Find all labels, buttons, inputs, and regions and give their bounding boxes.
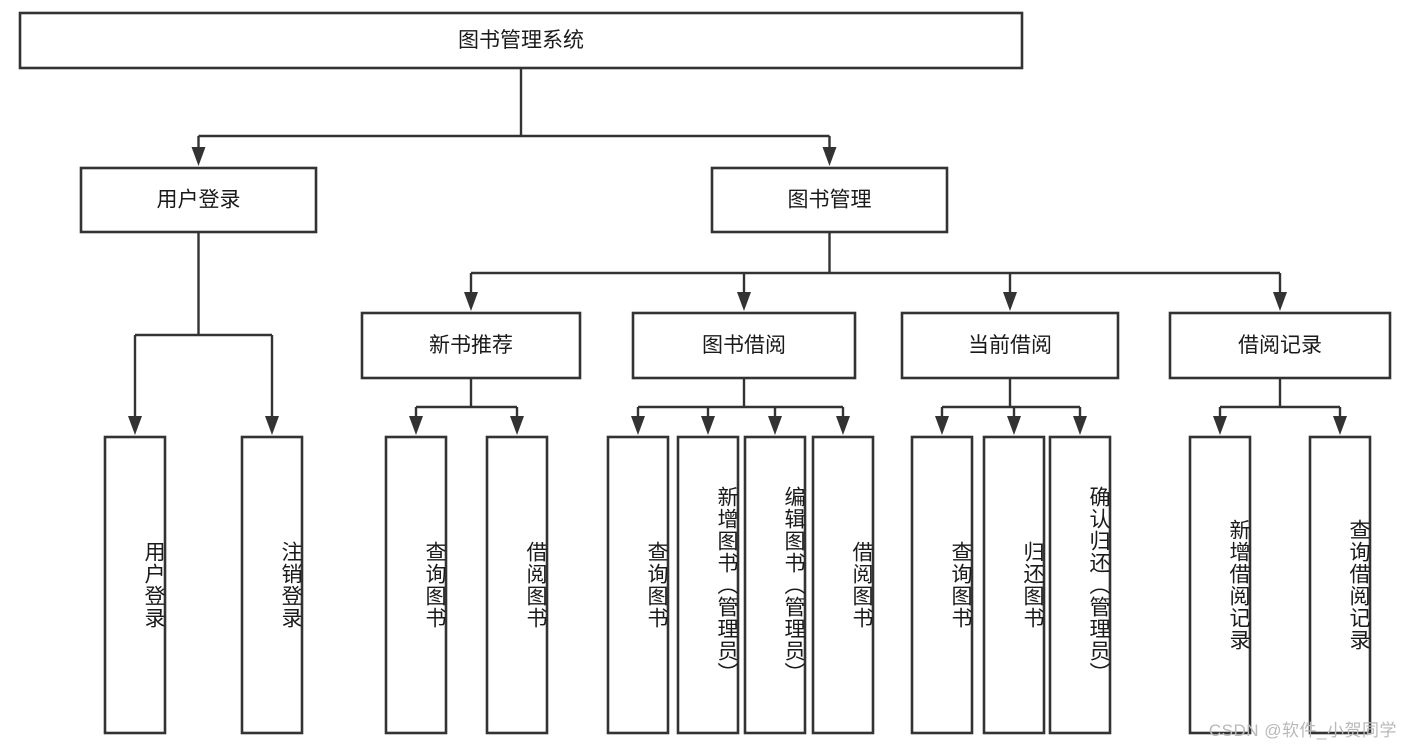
node-box	[1308, 435, 1372, 735]
arrowhead-icon	[1073, 416, 1087, 435]
node-box	[79, 166, 318, 234]
node-level2[interactable]: 图书管理	[710, 166, 949, 234]
node-box	[1188, 435, 1252, 735]
node-box	[631, 311, 857, 380]
node-box	[982, 435, 1046, 735]
node-leaf[interactable]	[982, 435, 1046, 735]
arrowhead-icon	[1007, 416, 1021, 435]
node-label: 新书推荐	[429, 334, 513, 357]
node-box	[18, 11, 1024, 70]
node-leaf[interactable]	[811, 435, 875, 735]
arrowhead-icon	[510, 416, 524, 435]
node-box	[900, 311, 1120, 380]
node-box	[910, 435, 974, 735]
node-leaf[interactable]	[910, 435, 974, 735]
arrowhead-icon	[1273, 292, 1287, 311]
arrowhead-icon	[128, 416, 142, 435]
node-box	[360, 311, 582, 380]
node-box	[103, 435, 167, 735]
node-leaf[interactable]	[103, 435, 167, 735]
node-label: 用户登录	[157, 189, 241, 212]
node-label: 图书管理	[788, 189, 872, 212]
node-leaf[interactable]	[485, 435, 549, 735]
arrowhead-icon	[935, 416, 949, 435]
node-level2[interactable]: 用户登录	[79, 166, 318, 234]
node-box	[384, 435, 448, 735]
node-level3[interactable]: 借阅记录	[1168, 311, 1392, 380]
node-leaf[interactable]	[606, 435, 670, 735]
arrowhead-icon	[701, 416, 715, 435]
node-level3[interactable]: 新书推荐	[360, 311, 582, 380]
arrowhead-icon	[191, 147, 206, 166]
arrowhead-icon	[836, 416, 850, 435]
node-leaf[interactable]	[1308, 435, 1372, 735]
node-level3[interactable]: 图书借阅	[631, 311, 857, 380]
node-box	[606, 435, 670, 735]
node-leaf[interactable]	[240, 435, 304, 735]
node-box	[1168, 311, 1392, 380]
arrowhead-icon	[265, 416, 279, 435]
node-box	[743, 435, 807, 735]
node-leaf[interactable]	[743, 435, 807, 735]
node-leaf[interactable]	[1188, 435, 1252, 735]
node-label: 借阅记录	[1238, 334, 1322, 357]
node-box	[811, 435, 875, 735]
node-leaf[interactable]	[1048, 435, 1112, 735]
arrowhead-icon	[768, 416, 782, 435]
arrowhead-icon	[822, 147, 837, 166]
node-box	[710, 166, 949, 234]
arrowhead-icon	[1003, 292, 1017, 311]
arrowhead-icon	[464, 292, 478, 311]
arrowhead-icon	[631, 416, 645, 435]
node-box	[676, 435, 740, 735]
node-label: 图书借阅	[702, 334, 786, 357]
node-box	[240, 435, 304, 735]
arrowhead-icon	[1333, 416, 1347, 435]
arrowhead-icon	[409, 416, 423, 435]
node-level3[interactable]: 当前借阅	[900, 311, 1120, 380]
node-root[interactable]: 图书管理系统	[18, 11, 1024, 70]
node-label: 当前借阅	[968, 334, 1052, 357]
arrowhead-icon	[1213, 416, 1227, 435]
node-leaf[interactable]	[676, 435, 740, 735]
node-label: 图书管理系统	[458, 29, 584, 52]
node-leaf[interactable]	[384, 435, 448, 735]
watermark-text: CSDN @软件_小贺同学	[1208, 721, 1397, 740]
node-box	[1048, 435, 1112, 735]
node-box	[485, 435, 549, 735]
arrowhead-icon	[737, 292, 751, 311]
